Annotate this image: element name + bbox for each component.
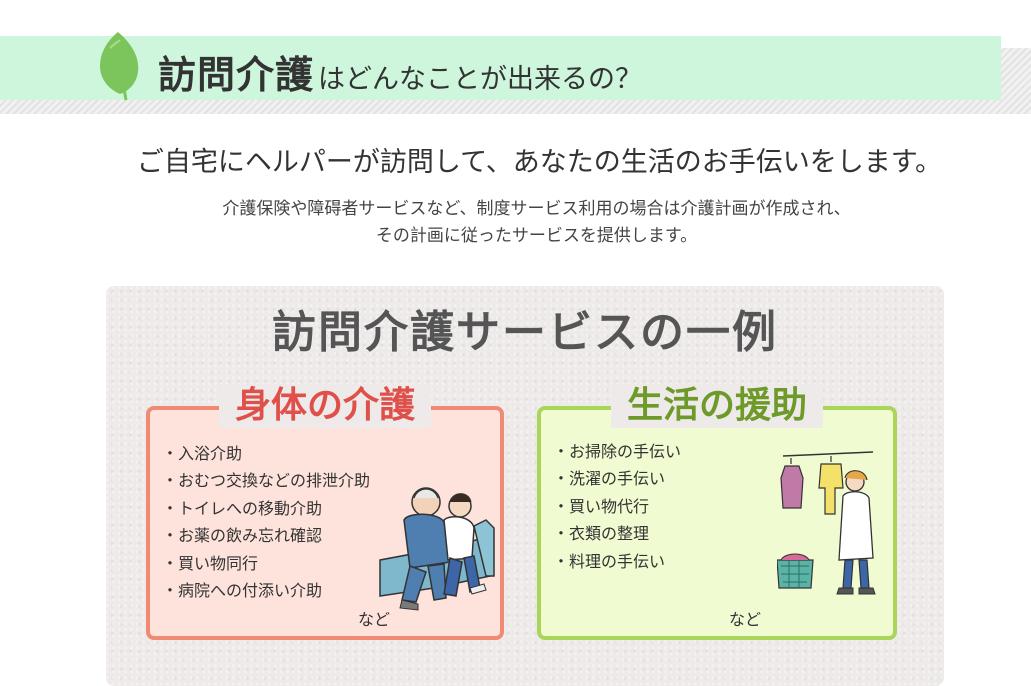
list-item: ・買い物代行: [553, 496, 650, 516]
list-item: ・お薬の飲み忘れ確認: [162, 526, 323, 546]
list-item: ・入浴介助: [162, 444, 243, 463]
life-support-box: 生活の援助 ・お掃除の手伝い ・洗濯の手伝い ・買い物代行 ・衣類の整理 ・料理…: [537, 384, 897, 640]
leaf-icon: [100, 32, 139, 101]
body-care-title: 身体の介護: [218, 384, 432, 428]
list-item: ・病院への付添い介助: [162, 580, 323, 600]
service-examples-title: 訪問介護サービスの一例: [272, 307, 778, 358]
life-support-title: 生活の援助: [610, 384, 824, 428]
list-item: ・買い物同行: [162, 553, 259, 573]
body-care-box: 身体の介護 ・入浴介助 ・おむつ交換などの排泄介助 ・トイレへの移動介助 ・お薬…: [146, 384, 504, 640]
list-item: ・トイレへの移動介助: [162, 498, 323, 518]
list-item: ・洗濯の手伝い: [553, 469, 666, 489]
intro-sub: 介護保険や障碍者サービスなど、制度サービス利用の場合は介護計画が作成され、 その…: [0, 196, 1031, 250]
list-item: ・衣類の整理: [553, 524, 650, 544]
body-care-etc: など: [358, 610, 391, 629]
header-band: [0, 36, 1001, 100]
intro-sub-line1: 介護保険や障碍者サービスなど、制度サービス利用の場合は介護計画が作成され、: [222, 199, 851, 219]
intro-lead: ご自宅にヘルパーが訪問して、あなたの生活のお手伝いをします。: [136, 147, 943, 178]
page-title: 訪問介護 はどんなことが出来るの？: [158, 44, 643, 97]
list-item: ・おむつ交換などの排泄介助: [162, 471, 371, 491]
list-item: ・料理の手伝い: [553, 551, 666, 571]
body-care-list: ・入浴介助 ・おむつ交換などの排泄介助 ・トイレへの移動介助 ・お薬の飲み忘れ確…: [162, 440, 370, 604]
page-title-rest: はどんなことが出来るの？: [318, 64, 643, 95]
list-item: ・お掃除の手伝い: [553, 442, 682, 461]
caregiver-helping-elderly-illustration: [379, 487, 495, 611]
helper-hanging-laundry-illustration: [777, 451, 876, 595]
life-support-list: ・お掃除の手伝い ・洗濯の手伝い ・買い物代行 ・衣類の整理 ・料理の手伝い: [553, 438, 681, 575]
page-title-main: 訪問介護: [158, 53, 315, 97]
life-support-etc: など: [729, 610, 762, 629]
intro-sub-line2: その計画に従ったサービスを提供します。: [375, 226, 698, 246]
